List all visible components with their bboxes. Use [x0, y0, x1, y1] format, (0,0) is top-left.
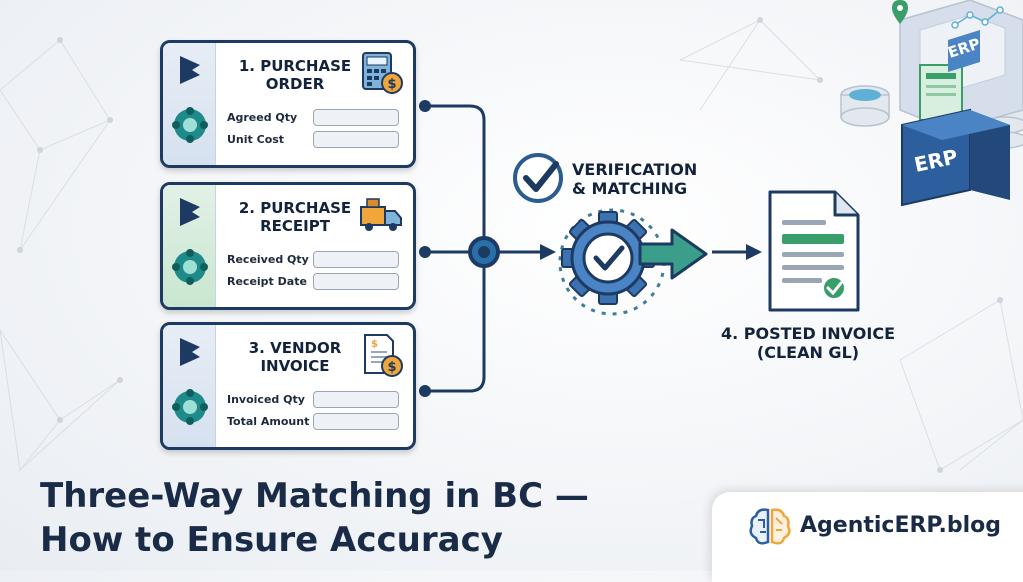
svg-text:$: $	[387, 360, 396, 375]
brain-logo-icon	[749, 508, 791, 545]
invoiced-qty-field	[313, 391, 399, 408]
unit-cost-field	[313, 131, 399, 148]
connector-dot	[419, 100, 431, 112]
gear-check-icon	[558, 208, 708, 316]
field-row: Invoiced Qty	[227, 391, 399, 409]
field-row: Total Amount	[227, 413, 399, 431]
invoice-dollar-icon: $$	[364, 334, 403, 377]
field-row: Unit Cost	[227, 131, 399, 149]
field-row: Received Qty	[227, 251, 399, 269]
business-central-icon	[172, 389, 208, 425]
dynamics-logo-icon	[180, 198, 200, 226]
delivery-truck-icon	[360, 198, 402, 231]
svg-text:$: $	[387, 77, 396, 92]
field-row: Receipt Date	[227, 273, 399, 291]
erp-server-illustration: ERP ERP	[840, 0, 1023, 207]
dynamics-logo-icon	[180, 338, 200, 366]
receipt-date-field	[313, 273, 399, 290]
posted-invoice-label: 4. POSTED INVOICE(CLEAN GL)	[721, 324, 895, 362]
received-qty-field	[313, 251, 399, 268]
page-title: Three-Way Matching in BC — How to Ensure…	[40, 476, 589, 560]
document-check-icon	[768, 190, 860, 312]
verification-label: VERIFICATION& MATCHING	[572, 160, 698, 198]
business-central-icon	[172, 249, 208, 285]
calculator-icon: $	[362, 52, 403, 94]
connector-dot	[419, 246, 431, 258]
dynamics-logo-icon	[180, 56, 200, 84]
brand-name: AgenticERP.blog	[800, 513, 1002, 538]
svg-text:$: $	[371, 339, 378, 350]
check-badge-icon	[513, 153, 563, 203]
agreed-qty-field	[313, 109, 399, 126]
connector-dot	[419, 385, 431, 397]
field-row: Agreed Qty	[227, 109, 399, 127]
business-central-icon	[172, 107, 208, 143]
total-amount-field	[313, 413, 399, 430]
